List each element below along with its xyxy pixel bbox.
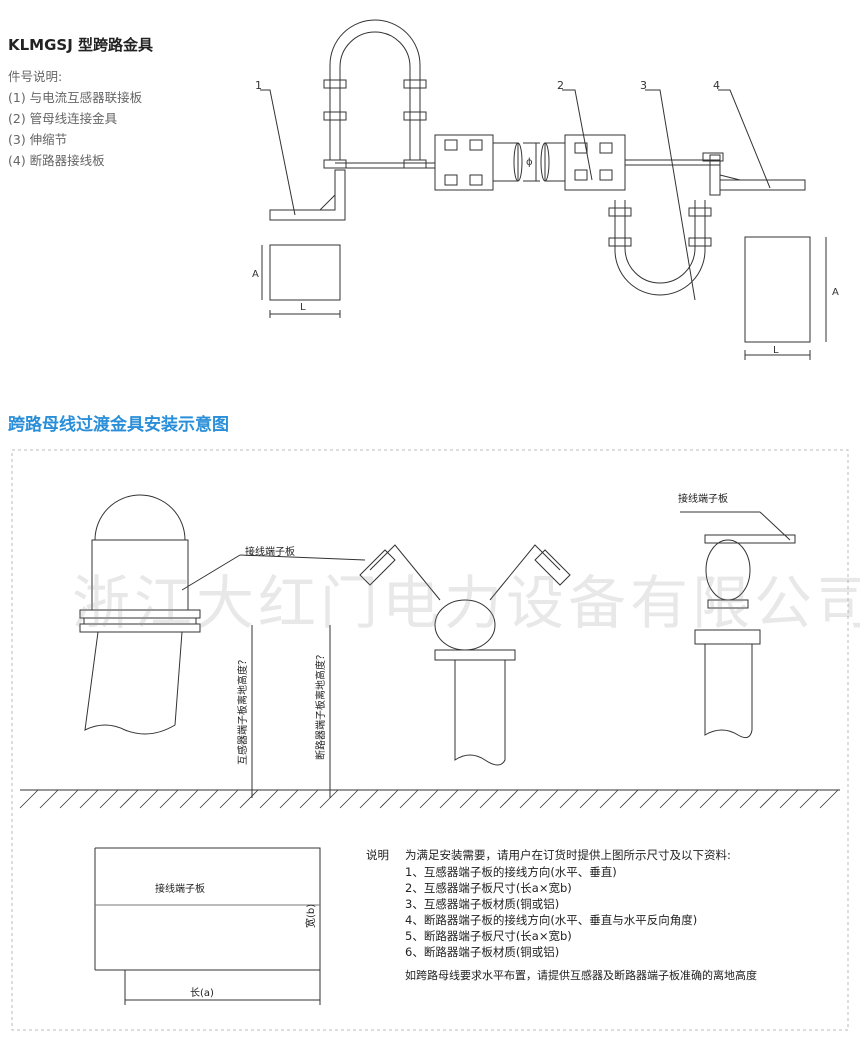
dim-a-right: A xyxy=(832,287,839,298)
left-u-bolt xyxy=(329,19,421,160)
note-item-3: 3、互感器端子板材质(铜或铝) xyxy=(405,897,560,911)
cb-height-label: 断路器端子板离地高度？ xyxy=(314,650,327,760)
plate-label: 接线端子板 xyxy=(155,882,205,895)
ground-hatch xyxy=(19,789,839,809)
section-title: 跨路母线过渡金具安装示意图 xyxy=(8,415,229,435)
dim-l-right: L xyxy=(773,345,779,356)
note-item-6: 6、断路器端子板材质(铜或铝) xyxy=(405,945,560,959)
cb-right-terminal xyxy=(534,549,571,586)
note-item-2: 2、互感器端子板尺寸(长a×宽b) xyxy=(405,881,572,895)
callout-2: 2 xyxy=(557,79,564,92)
part-item-2: (2) 管母线连接金具 xyxy=(8,111,118,126)
part-4-plate xyxy=(720,179,806,191)
terminal-label-right: 接线端子板 xyxy=(678,492,728,505)
plate-width-label: 宽(b) xyxy=(304,904,317,928)
note-item-1: 1、互感器端子板的接线方向(水平、垂直) xyxy=(405,865,617,879)
notes-heading: 说明 xyxy=(366,848,389,862)
ct-height-label: 互感器端子板离地高度？ xyxy=(236,655,249,765)
note-item-5: 5、断路器端子板尺寸(长a×宽b) xyxy=(405,929,572,943)
callout-3: 3 xyxy=(640,79,647,92)
right-block xyxy=(744,236,811,343)
terminal-label-left: 接线端子板 xyxy=(245,545,295,558)
fitting-drawing: 1 2 3 4 A L A L ϕ xyxy=(252,19,839,360)
plate-detail xyxy=(94,847,321,1005)
plate-length-label: 长(a) xyxy=(190,987,214,999)
note-item-4: 4、断路器端子板的接线方向(水平、垂直与水平反向角度) xyxy=(405,913,698,927)
parts-heading: 件号说明: xyxy=(8,69,63,84)
watermark: 浙江大红门电力设备有限公司 xyxy=(72,569,860,637)
callout-1: 1 xyxy=(255,79,262,92)
part-2-clamp xyxy=(564,134,626,191)
ct-dome xyxy=(94,494,186,541)
dim-a-left: A xyxy=(252,269,259,280)
left-block xyxy=(269,244,341,301)
diameter-symbol: ϕ xyxy=(526,157,533,168)
part-item-3: (3) 伸缩节 xyxy=(8,132,68,147)
part-item-4: (4) 断路器接线板 xyxy=(8,153,105,168)
part-item-1: (1) 与电流互感器联接板 xyxy=(8,90,143,105)
callout-4: 4 xyxy=(713,79,720,92)
left-clamp xyxy=(434,134,494,191)
part-1-bracket xyxy=(269,169,346,221)
notes-intro: 为满足安装需要，请用户在订货时提供上图所示尺寸及以下资料: xyxy=(405,848,731,862)
notes-footer: 如跨路母线要求水平布置，请提供互感器及断路器端子板准确的离地高度 xyxy=(405,969,757,982)
product-title: KLMGSJ 型跨路金具 xyxy=(8,36,154,54)
install-diagram: 接线端子板 接线端子板 互感器端子板离地高度？ 断路器端子板离地高度？ 接线端子… xyxy=(11,449,849,1031)
cb-left-terminal xyxy=(359,549,396,586)
dim-l-left: L xyxy=(300,302,306,313)
